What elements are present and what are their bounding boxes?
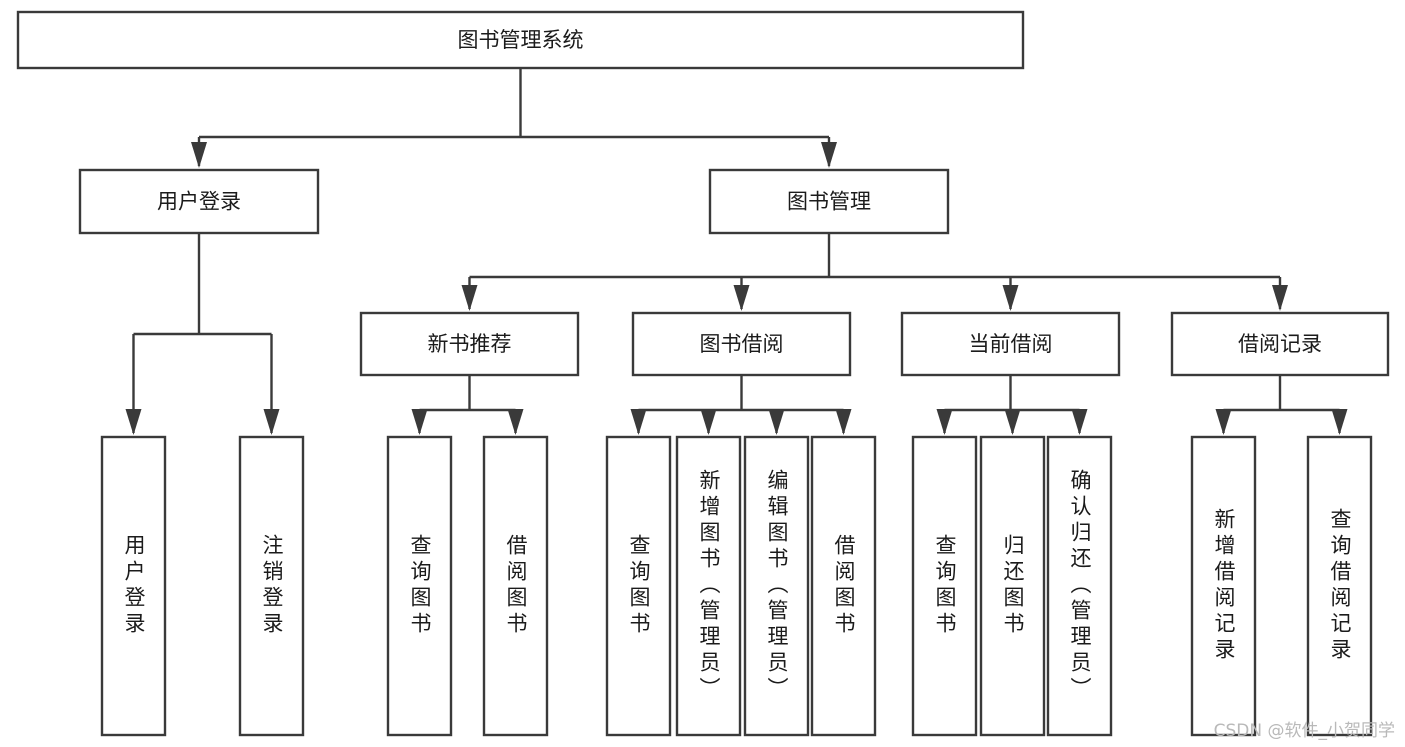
arrow-head-icon <box>821 142 837 168</box>
node-leaf-confirm-return[interactable] <box>1046 435 1113 737</box>
node-box <box>100 435 167 737</box>
node-leaf-query-book-1[interactable] <box>386 435 453 737</box>
node-box <box>900 311 1121 377</box>
node-box <box>708 168 950 235</box>
node-box <box>16 10 1025 70</box>
watermark-text: CSDN @软件_小贺同学 <box>1213 721 1395 741</box>
arrow-head-icon <box>461 285 478 311</box>
arrow-head-icon <box>1272 285 1288 311</box>
node-box <box>359 311 580 377</box>
node-leaf-borrow-book-2[interactable] <box>810 435 877 737</box>
node-label: 借阅记录 <box>1238 332 1322 356</box>
node-box <box>605 435 672 737</box>
node-leaf-query-book-3[interactable] <box>911 435 978 737</box>
node-box <box>386 435 453 737</box>
node-leaf-user-login[interactable] <box>100 435 167 737</box>
node-label: 当前借阅 <box>969 332 1053 356</box>
node-box <box>1046 435 1113 737</box>
node-root[interactable]: 图书管理系统 <box>16 10 1025 70</box>
arrow-head-icon <box>733 285 750 311</box>
arrow-head-icon <box>835 409 852 435</box>
node-leaf-borrow-book-1[interactable] <box>482 435 549 737</box>
node-box <box>482 435 549 737</box>
arrow-head-icon <box>1331 409 1348 435</box>
node-label: 图书管理系统 <box>458 28 584 52</box>
node-box <box>810 435 877 737</box>
node-box <box>1190 435 1257 737</box>
arrow-head-icon <box>507 409 524 435</box>
node-book-manage[interactable]: 图书管理 <box>708 168 950 235</box>
node-leaf-query-record[interactable] <box>1306 435 1373 737</box>
node-box <box>78 168 320 235</box>
arrow-head-icon <box>1004 409 1021 435</box>
node-label: 图书管理 <box>787 190 871 214</box>
node-new-book-recommend[interactable]: 新书推荐 <box>359 311 580 377</box>
node-box <box>979 435 1046 737</box>
node-leaf-add-book[interactable] <box>675 435 742 737</box>
arrow-head-icon <box>630 409 647 435</box>
arrow-head-icon <box>700 409 717 435</box>
arrow-head-icon <box>1002 285 1019 311</box>
connectors-layer <box>125 68 1348 435</box>
arrow-head-icon <box>125 409 142 435</box>
node-box <box>911 435 978 737</box>
node-box <box>675 435 742 737</box>
node-box <box>238 435 305 737</box>
node-box <box>1170 311 1390 377</box>
node-box <box>1306 435 1373 737</box>
node-borrow-record[interactable]: 借阅记录 <box>1170 311 1390 377</box>
node-user-login[interactable]: 用户登录 <box>78 168 320 235</box>
node-leaf-return-book[interactable] <box>979 435 1046 737</box>
node-leaf-add-record[interactable] <box>1190 435 1257 737</box>
node-leaf-user-logout[interactable] <box>238 435 305 737</box>
node-label: 新书推荐 <box>428 332 512 356</box>
arrow-head-icon <box>1071 409 1088 435</box>
node-leaf-edit-book[interactable] <box>743 435 810 737</box>
node-box <box>631 311 852 377</box>
node-label: 用户登录 <box>157 190 241 214</box>
node-box <box>743 435 810 737</box>
node-label: 图书借阅 <box>700 332 784 356</box>
arrow-head-icon <box>936 409 953 435</box>
node-leaf-query-book-2[interactable] <box>605 435 672 737</box>
node-current-borrow[interactable]: 当前借阅 <box>900 311 1121 377</box>
arrow-head-icon <box>1215 409 1232 435</box>
node-book-borrow[interactable]: 图书借阅 <box>631 311 852 377</box>
arrow-head-icon <box>411 409 428 435</box>
arrow-head-icon <box>191 142 207 168</box>
arrow-head-icon <box>768 409 785 435</box>
arrow-head-icon <box>263 409 280 435</box>
